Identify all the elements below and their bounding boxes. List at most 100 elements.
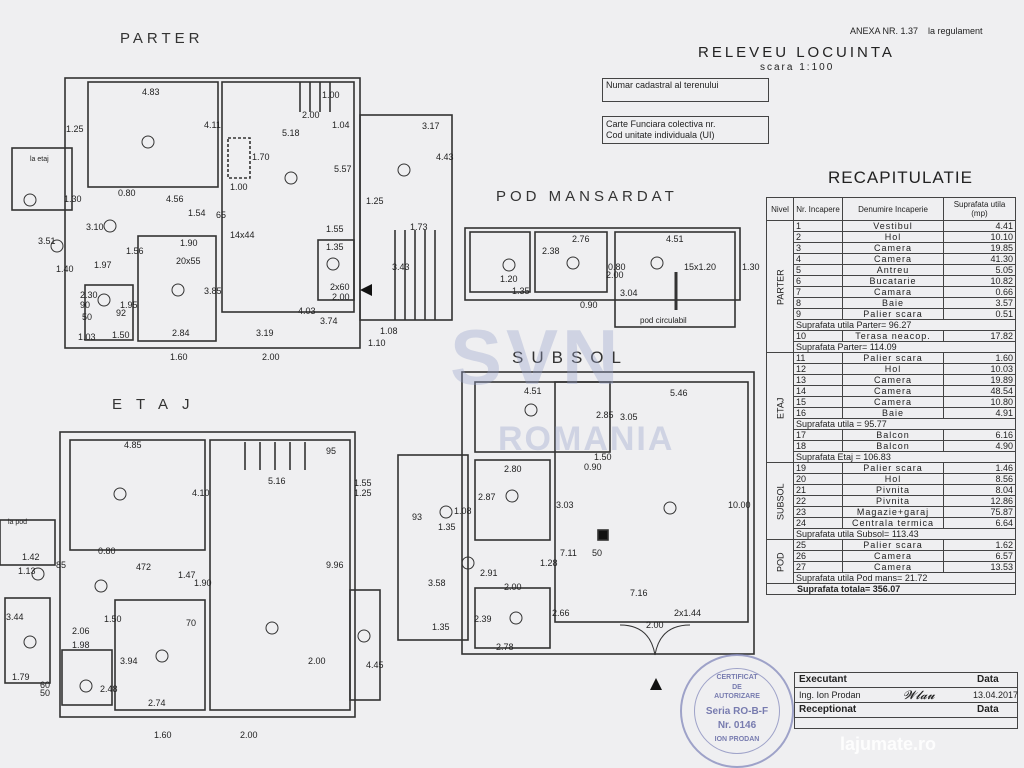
- recap-total: Suprafata totala= 356.07: [766, 583, 1016, 595]
- recap-room-name: Camera: [842, 385, 944, 397]
- dim-etaj: 1.13: [18, 566, 36, 576]
- subsol-outline: [461, 371, 755, 655]
- dim-etaj: 2.48: [100, 684, 118, 694]
- recap-room-name: Camera: [842, 561, 944, 573]
- dim-parter: 2.00: [262, 352, 280, 362]
- dim-parter: 1.70: [252, 152, 270, 162]
- dim-parter: 4.56: [166, 194, 184, 204]
- dim-parter: 1.54: [188, 208, 206, 218]
- dim-parter: 3.51: [38, 236, 56, 246]
- recap-subtotal: Suprafata utila Pod mans= 21.72: [793, 572, 1016, 584]
- dim-etaj: 1.42: [22, 552, 40, 562]
- dim-pod: 15x1.20: [684, 262, 717, 272]
- dim-etaj: 5.16: [268, 476, 286, 486]
- executant-name: Ing. Ion Prodan: [799, 690, 861, 700]
- room-15: [114, 599, 206, 711]
- dim-parter: 4.83: [142, 87, 160, 97]
- recap-nr: 9: [793, 308, 843, 320]
- recap-nr: 8: [793, 297, 843, 309]
- recap-area: 10.10: [943, 231, 1016, 243]
- dim-pod: 0.90: [580, 300, 598, 310]
- recap-floor-total: Suprafata Parter= 114.09: [793, 341, 1016, 353]
- etaj-outline: [59, 431, 356, 718]
- col-den: Denumire Incaperie: [842, 197, 944, 221]
- dim-parter: 92: [116, 308, 127, 318]
- dim-etaj: 1.55: [354, 478, 372, 488]
- room-23: [554, 381, 749, 623]
- recap-nr: 27: [793, 561, 843, 573]
- dim-parter: 1.04: [332, 120, 350, 130]
- recap-nr: 2: [793, 231, 843, 243]
- dim-subsol: 2.00: [646, 620, 664, 630]
- dim-etaj: 1.79: [12, 672, 30, 682]
- room-19-20: [397, 454, 469, 641]
- parter-title: PARTER: [120, 30, 204, 47]
- dim-pod: 4.51: [666, 234, 684, 244]
- dim-parter: 1.56: [126, 246, 144, 256]
- recap-area: 48.54: [943, 385, 1016, 397]
- room-5: [317, 239, 355, 301]
- room-24: [474, 587, 551, 649]
- dim-subsol: 7.16: [630, 588, 648, 598]
- recap-room-name: Palier scara: [842, 308, 944, 320]
- dim-etaj: 1.98: [72, 640, 90, 650]
- col-sup: Suprafata utila (mp): [943, 197, 1016, 221]
- recap-area: 6.64: [943, 517, 1016, 529]
- dim-subsol: 3.05: [620, 412, 638, 422]
- recap-room-name: Palier scara: [842, 539, 944, 551]
- dim-parter: 2.00: [332, 292, 350, 302]
- dim-pod: 3.04: [620, 288, 638, 298]
- recap-row: Suprafata utila Parter= 96.27: [767, 319, 1016, 331]
- dim-parter: 65: [216, 210, 227, 220]
- dim-parter: 5.57: [334, 164, 352, 174]
- recap-area: 10.82: [943, 275, 1016, 287]
- recap-room-name: Pivnita: [842, 484, 944, 496]
- data-label-2: Data: [977, 704, 999, 715]
- recap-room-name: Vestibul: [842, 220, 944, 232]
- dim-etaj: 1.60: [154, 730, 172, 740]
- watermark-sub: ROMANIA: [498, 420, 675, 458]
- dim-parter: 5.18: [282, 128, 300, 138]
- la-etaj-label: la etaj: [30, 156, 49, 163]
- executant-block: Executant Data Ing. Ion Prodan 𝓦𝓵𝓪𝓾 13.0…: [794, 672, 1018, 729]
- dim-subsol: 2.66: [552, 608, 570, 618]
- dim-subsol: 0.90: [584, 462, 602, 472]
- dim-parter: 3.85: [204, 286, 222, 296]
- annex-label: ANEXA NR. 1.37: [850, 26, 919, 36]
- dim-etaj: 4.45: [366, 660, 384, 670]
- dim-etaj: 2.00: [240, 730, 258, 740]
- dim-etaj: 2.74: [148, 698, 166, 708]
- recap-room-name: Hol: [842, 473, 944, 485]
- pod-title: POD MANSARDAT: [496, 188, 678, 205]
- dim-pod: 1.35: [512, 286, 530, 296]
- recap-subtotal: Suprafata utila Subsol= 113.43: [793, 528, 1016, 540]
- stair-etaj: [0, 519, 56, 566]
- watermark-site: lajumate.ro: [840, 734, 937, 754]
- executant-date: 13.04.2017: [973, 690, 1019, 700]
- dim-etaj: 2.00: [308, 656, 326, 666]
- recap-room-name: Antreu: [842, 264, 944, 276]
- recap-area: 4.91: [943, 407, 1016, 419]
- dim-subsol: 3.58: [428, 578, 446, 588]
- dim-parter: 3.17: [422, 121, 440, 131]
- recap-area: 41.30: [943, 253, 1016, 265]
- dim-parter: 1.90: [180, 238, 198, 248]
- dim-etaj: 1.47: [178, 570, 196, 580]
- dim-subsol: 2.00: [504, 582, 522, 592]
- recap-room-name: Hol: [842, 363, 944, 375]
- recap-room-name: Camera: [842, 253, 944, 265]
- recap-level-name: ETAJ: [766, 352, 794, 463]
- recap-room-name: Magazie+garaj: [842, 506, 944, 518]
- recap-row: Suprafata Parter= 114.09: [767, 341, 1016, 353]
- recap-area: 1.60: [943, 352, 1016, 364]
- dim-parter: 2x60: [330, 282, 350, 292]
- recap-area: 8.56: [943, 473, 1016, 485]
- recap-area: 1.62: [943, 539, 1016, 551]
- dim-subsol: 1.35: [432, 622, 450, 632]
